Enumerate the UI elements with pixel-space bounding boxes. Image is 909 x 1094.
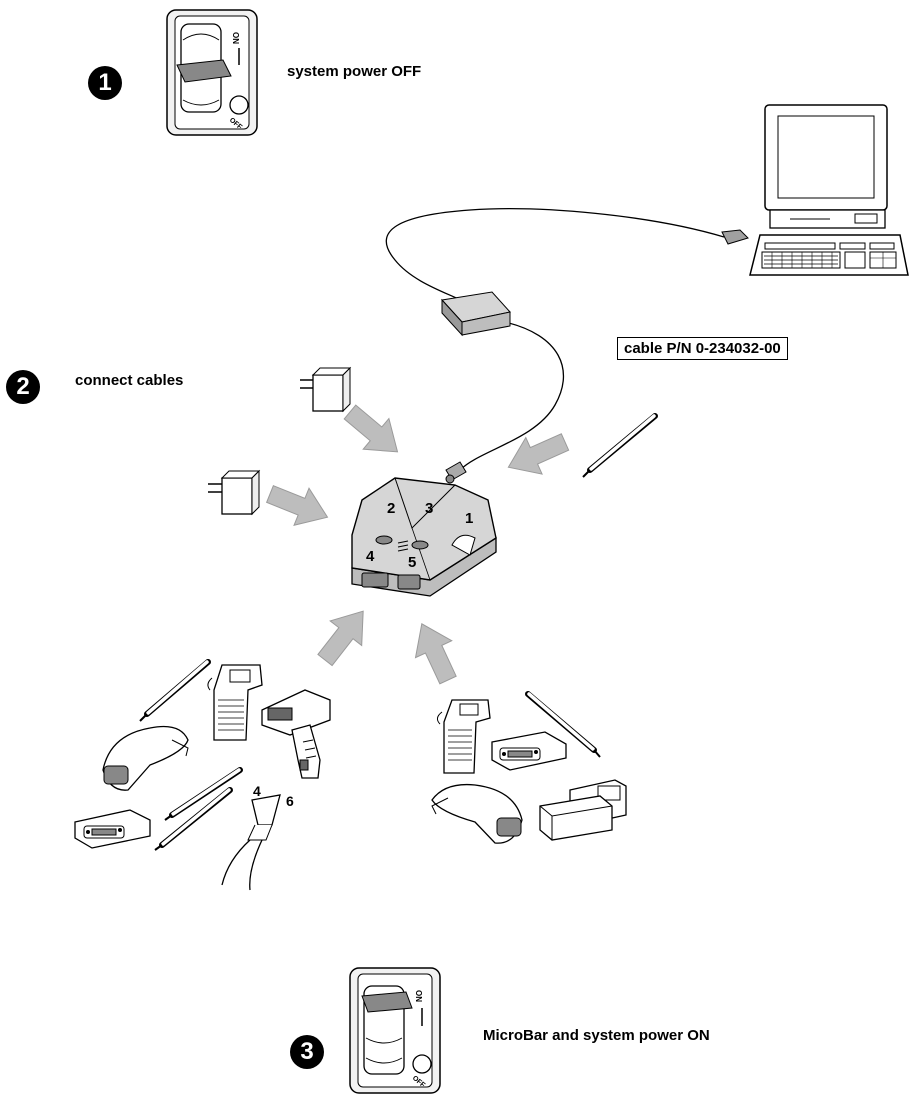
port-label: 2 [387, 500, 395, 517]
step-3-text: MicroBar and system power ON [483, 1027, 710, 1044]
port-label: 4 [366, 548, 375, 565]
serial-adapter-icon [491, 731, 567, 771]
wand-scanner-icon [139, 659, 211, 722]
interface-cable [385, 208, 725, 471]
step-1-badge: 1 [88, 66, 122, 100]
wand-scanner-icon [154, 787, 233, 851]
arrow-icon [499, 423, 574, 486]
wand-scanner-icon [525, 691, 601, 758]
pin-label: 4 [253, 783, 261, 799]
power-switch-on-icon: ON OFF [349, 967, 441, 1094]
power-switch-off-icon: ON OFF [166, 9, 258, 136]
step-1-text: system power OFF [287, 63, 422, 80]
step-2-text: connect cables [75, 372, 184, 389]
arrow-icon [336, 396, 411, 468]
wand-scanner-icon [164, 767, 243, 821]
pin-label: 6 [286, 793, 294, 809]
slot-reader-icon [539, 779, 627, 841]
handheld-laser-scanner-icon [207, 664, 263, 741]
computer-icon [749, 104, 909, 276]
port-label: 5 [408, 554, 416, 571]
port-label: 1 [465, 510, 473, 527]
microbar-device-icon: 2 3 1 4 5 [351, 477, 497, 597]
arrow-icon [262, 474, 336, 537]
step-2-badge: 2 [6, 370, 40, 404]
cable-plug-icon [445, 461, 467, 484]
power-adapter-icon [300, 366, 352, 413]
switch-on-text: ON [231, 32, 240, 44]
handheld-laser-scanner-icon [436, 699, 491, 774]
power-adapter-icon-2 [208, 469, 261, 516]
arrow-icon [308, 598, 380, 673]
ccd-scanner-icon [261, 689, 331, 779]
connector-cable-icon: 4 6 [221, 783, 294, 891]
serial-adapter-icon [74, 809, 151, 849]
step-3-badge: 3 [290, 1035, 324, 1069]
gun-scanner-icon [102, 725, 189, 791]
wand-scanner-icon [582, 413, 658, 478]
rj45-connector-icon [721, 229, 749, 245]
cable-part-number-label: cable P/N 0-234032-00 [617, 337, 788, 360]
switch-on-text-2: ON [414, 990, 423, 1002]
arrow-icon [403, 614, 467, 689]
gun-scanner-icon [431, 783, 523, 844]
cable-adapter-box-icon [441, 291, 511, 337]
port-label: 3 [425, 500, 433, 517]
